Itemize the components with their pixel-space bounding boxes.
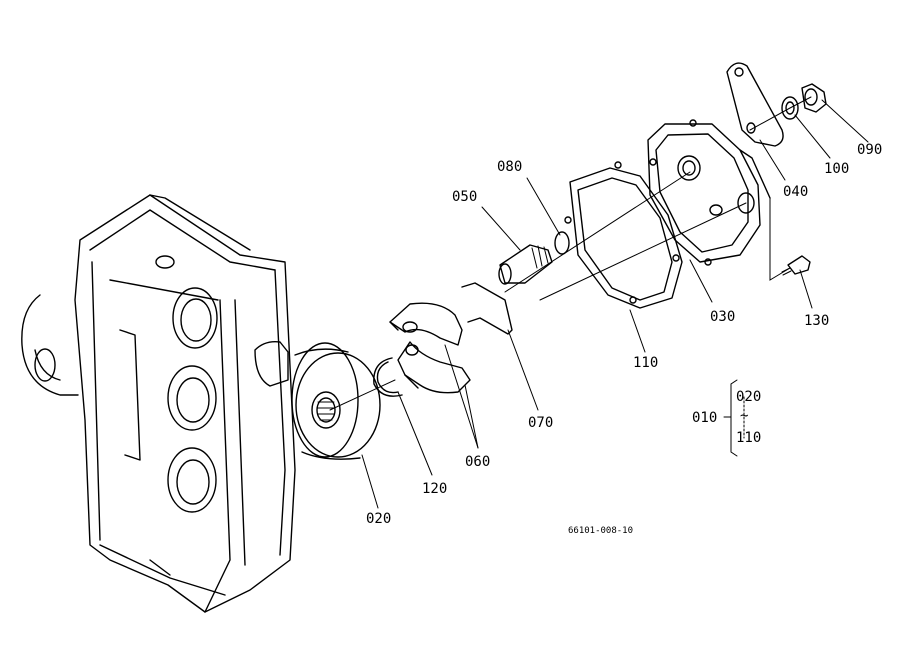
part-090-nut [801, 83, 827, 113]
label-080: 080 [497, 159, 522, 175]
label-050: 050 [452, 189, 477, 205]
label-030: 030 [710, 309, 735, 325]
gear-case-housing [21, 194, 296, 613]
drawing-number: 66101-008-10 [568, 526, 633, 536]
part-120-snap-ring [373, 357, 403, 397]
label-110: 110 [633, 355, 658, 371]
part-labels: 020 030 040 050 060 070 080 090 100 110 … [366, 142, 882, 536]
part-040-lever [726, 62, 784, 147]
part-110-gasket [564, 161, 683, 309]
part-020-drum-gear [291, 342, 381, 460]
part-070-spring [461, 282, 513, 335]
leader-lines [329, 96, 869, 509]
assembly-range-tilde: ~ [740, 408, 748, 424]
part-030-cover [647, 119, 771, 266]
assembly-range-bottom: 110 [736, 430, 761, 446]
label-040: 040 [783, 184, 808, 200]
label-120: 120 [422, 481, 447, 497]
label-070: 070 [528, 415, 553, 431]
label-130: 130 [804, 313, 829, 329]
label-100: 100 [824, 161, 849, 177]
part-060-brake-shoes [389, 302, 471, 394]
assembly-range-top: 020 [736, 389, 761, 405]
label-020: 020 [366, 511, 391, 527]
part-100-washer [781, 96, 799, 120]
label-060: 060 [465, 454, 490, 470]
assembly-bracket [723, 379, 745, 457]
part-130-bolt [781, 255, 811, 276]
label-090: 090 [857, 142, 882, 158]
part-080-o-ring [554, 231, 570, 255]
label-010: 010 [692, 410, 717, 426]
